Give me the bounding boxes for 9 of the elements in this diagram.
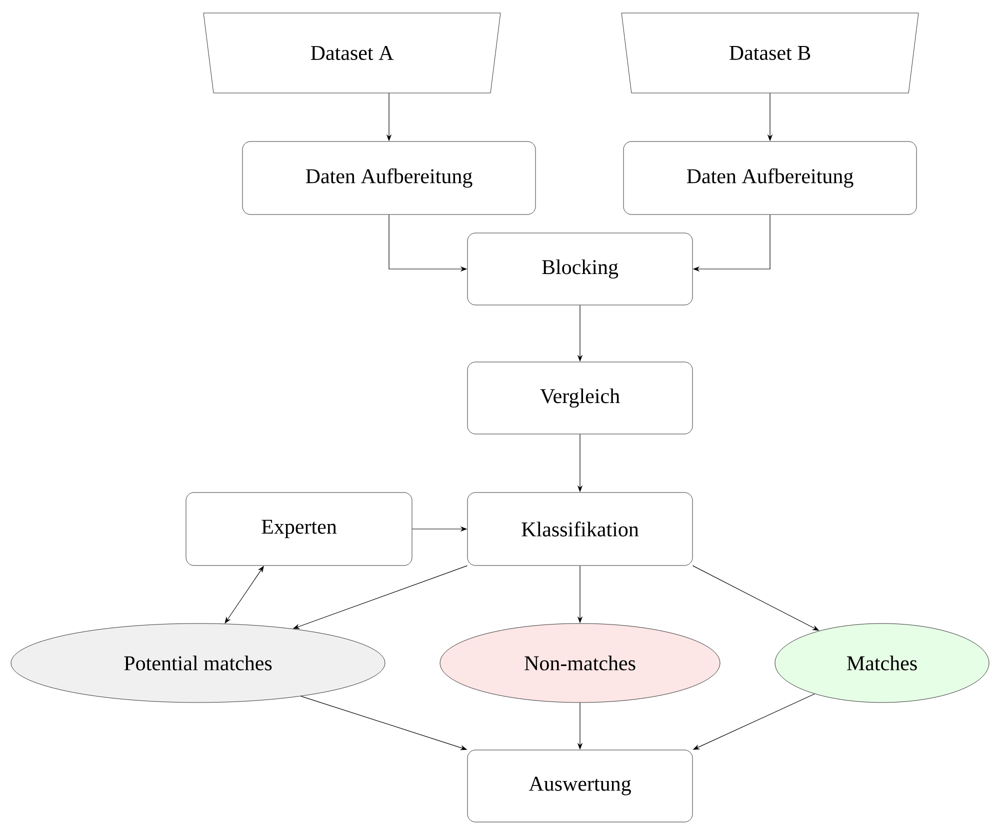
input-trapezoid: Dataset B xyxy=(621,12,919,94)
process-box: Daten Aufbereitung xyxy=(242,141,536,215)
input-trapezoid: Dataset A xyxy=(203,12,501,94)
process-box: Experten xyxy=(186,492,412,566)
process-box: Klassifikation xyxy=(467,492,693,566)
process-box: Auswertung xyxy=(467,750,693,822)
process-box: Vergleich xyxy=(467,362,693,434)
process-box: Blocking xyxy=(467,232,693,306)
process-box: Daten Aufbereitung xyxy=(623,141,917,215)
